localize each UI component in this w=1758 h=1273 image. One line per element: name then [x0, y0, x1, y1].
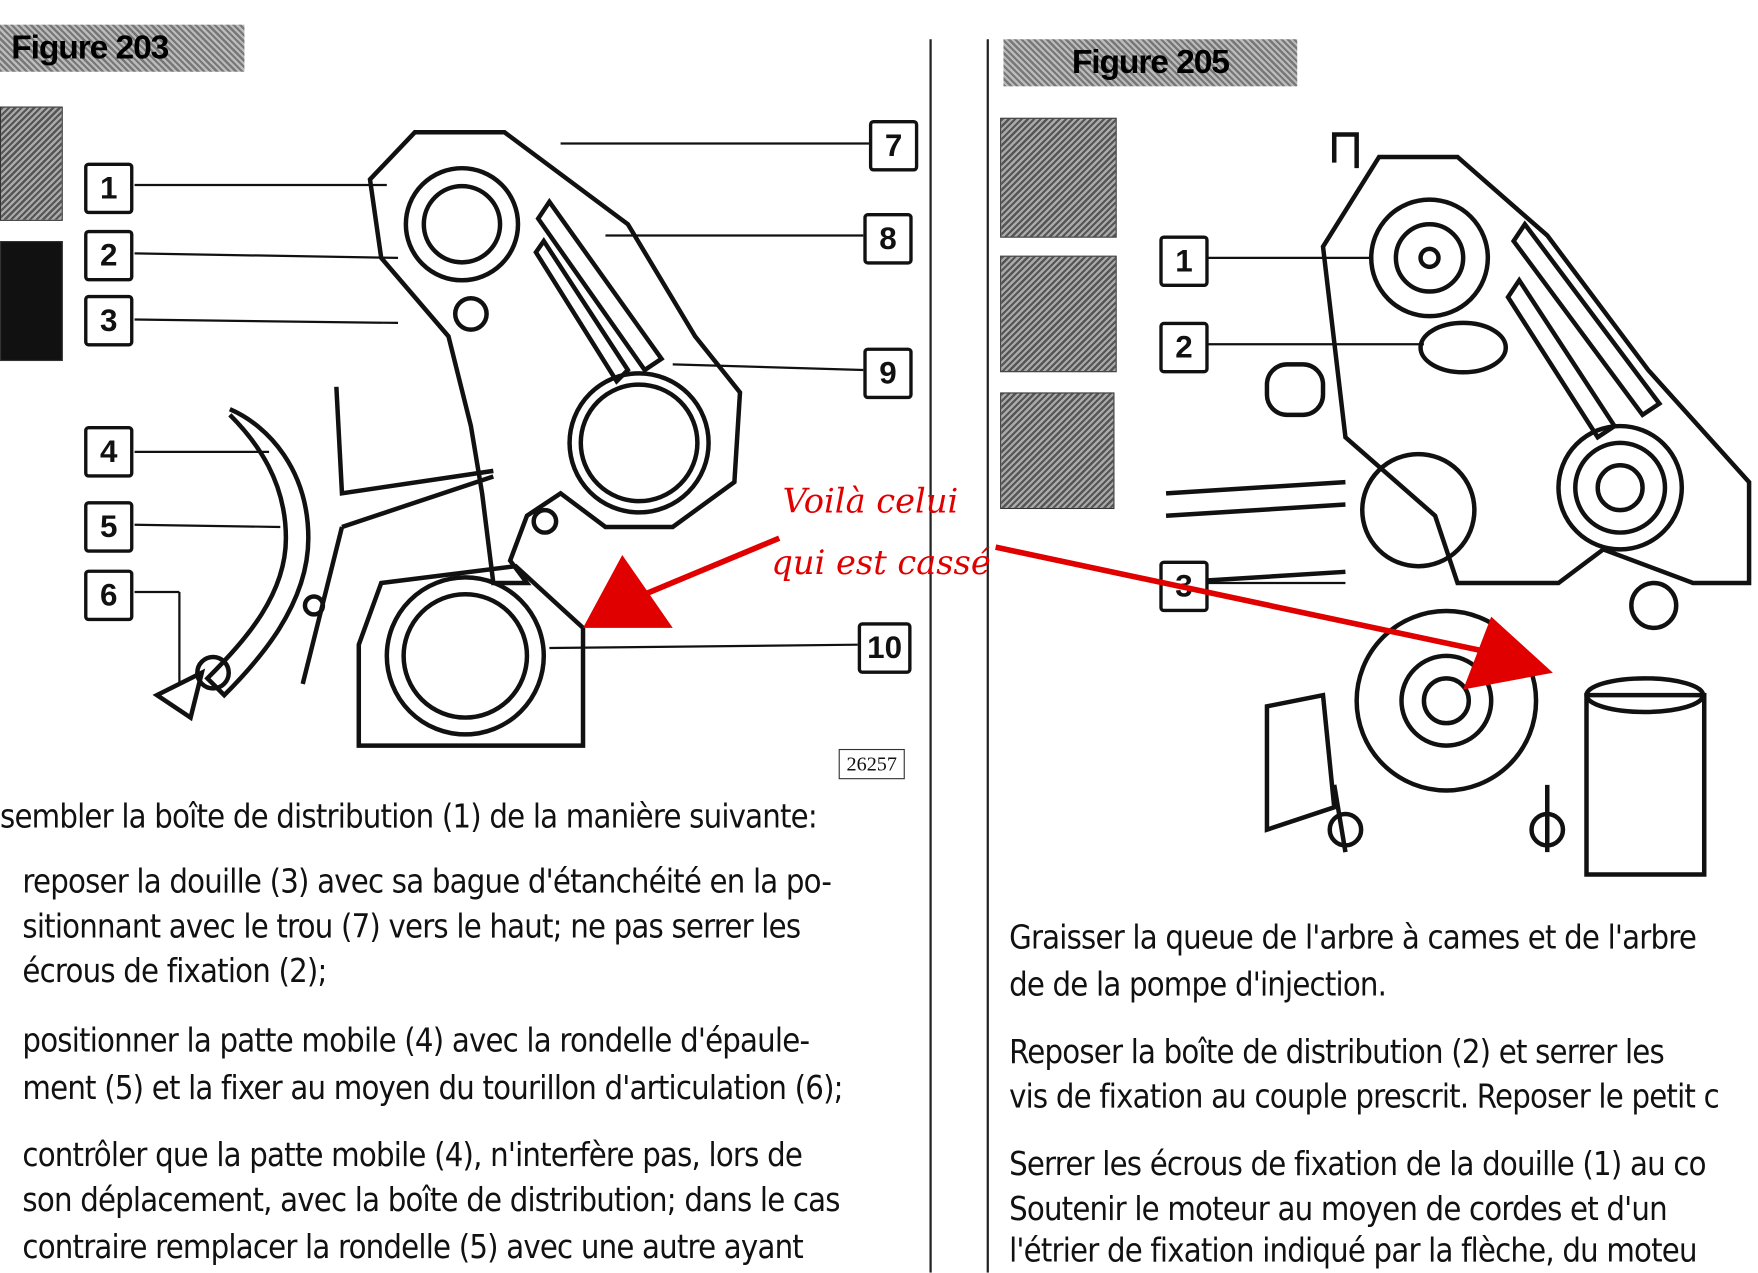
text-line: Soutenir le moteur au moyen de cordes et…	[1009, 1189, 1668, 1228]
text-line: vis de fixation au couple prescrit. Repo…	[1009, 1077, 1720, 1116]
annotation-line-1: Voilà celui	[782, 482, 959, 522]
text-line: reposer la douille (3) avec sa bague d'é…	[22, 862, 832, 901]
annotation-line-2: qui est cassé	[771, 543, 991, 584]
timing-case-exploded-drawing	[134, 130, 869, 748]
intro-text: sembler la boîte de distribution (1) de …	[0, 797, 818, 836]
figure-203-title: Figure 203	[0, 24, 245, 72]
callout-2: 2	[84, 229, 134, 282]
text-line: son déplacement, avec la boîte de distri…	[22, 1180, 840, 1219]
callout-6: 6	[84, 569, 134, 622]
callout-3: 3	[84, 294, 134, 347]
right-callout-2: 2	[1159, 321, 1209, 374]
arrow-left	[583, 535, 781, 628]
callout-10: 10	[857, 622, 912, 674]
callout-4: 4	[84, 426, 134, 478]
text-line: sitionnant avec le trou (7) vers le haut…	[22, 907, 801, 946]
tool-thumbnail	[1000, 392, 1115, 510]
text-line: positionner la patte mobile (4) avec la …	[22, 1021, 810, 1060]
tool-thumbnail	[0, 106, 63, 221]
callout-7: 7	[868, 119, 919, 172]
callout-8: 8	[863, 213, 913, 265]
text-line: de de la pompe d'injection.	[1009, 965, 1387, 1004]
arrow-right	[995, 544, 1553, 690]
figure-reference-number: 26257	[838, 748, 905, 780]
text-line: Reposer la boîte de distribution (2) et …	[1009, 1032, 1665, 1071]
callout-5: 5	[84, 501, 134, 553]
figure-205-title: Figure 205	[1003, 39, 1298, 87]
column-divider	[986, 39, 989, 1273]
column-divider	[929, 39, 932, 1273]
text-line: l'étrier de fixation indiqué par la flèc…	[1009, 1231, 1697, 1270]
text-line: contraire remplacer la rondelle (5) avec…	[22, 1227, 803, 1266]
tool-thumbnail	[0, 241, 63, 362]
callout-1: 1	[84, 162, 134, 215]
text-line: Serrer les écrous de fixation de la doui…	[1009, 1144, 1706, 1183]
tool-thumbnail	[1000, 117, 1117, 238]
right-callout-1: 1	[1159, 235, 1209, 288]
engine-front-drawing	[1165, 132, 1752, 877]
tool-thumbnail	[1000, 255, 1117, 373]
text-line: écrous de fixation (2);	[22, 951, 327, 991]
text-line: contrôler que la patte mobile (4), n'int…	[22, 1135, 803, 1174]
text-line: ment (5) et la fixer au moyen du tourill…	[22, 1068, 843, 1107]
annotation-arrows	[583, 535, 1553, 690]
text-line: Graisser la queue de l'arbre à cames et …	[1009, 918, 1697, 957]
callout-9: 9	[863, 347, 913, 400]
